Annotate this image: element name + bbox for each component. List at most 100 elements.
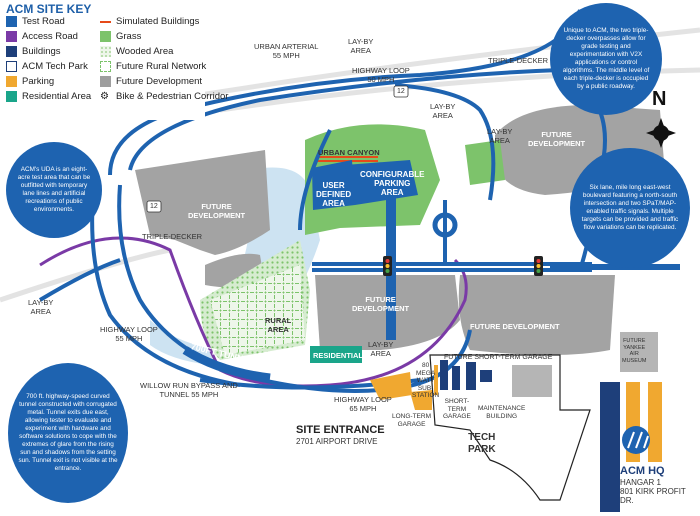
hq-building bbox=[600, 382, 620, 512]
boulevard-extension bbox=[550, 264, 680, 270]
key-item: Simulated Buildings bbox=[100, 16, 199, 27]
key-item: ⚙ Bike & Pedestrian Corridor bbox=[100, 91, 228, 102]
parking-lot bbox=[410, 390, 432, 410]
site-entrance-address: 2701 AIRPORT DRIVE bbox=[296, 437, 378, 446]
key-item-label: Parking bbox=[22, 76, 55, 87]
building bbox=[512, 365, 552, 397]
route-shield bbox=[393, 85, 409, 98]
traffic-light bbox=[383, 256, 392, 276]
route-shield bbox=[146, 200, 162, 213]
uda-info: ACM's UDA is an eight-acre test area tha… bbox=[6, 142, 102, 238]
future-short-term-label: FUTURE SHORT-TERM GARAGE bbox=[444, 354, 553, 361]
building bbox=[440, 360, 448, 390]
boulevard-stripe bbox=[312, 266, 592, 268]
key-item-label: Access Road bbox=[22, 31, 78, 42]
hq-logo bbox=[622, 426, 650, 454]
key-swatch-icon bbox=[100, 76, 111, 87]
tech-park-outline bbox=[429, 354, 591, 501]
key-item-label: Wooded Area bbox=[116, 46, 174, 57]
key-swatch-icon bbox=[100, 46, 111, 57]
rural-area bbox=[210, 265, 305, 355]
triple-decker-info: Unique to ACM, the two triple-decker ove… bbox=[550, 3, 662, 115]
residential-area bbox=[310, 346, 362, 363]
key-item-label: ACM Tech Park bbox=[22, 61, 88, 72]
north-indicator: N bbox=[652, 88, 667, 110]
site-entrance-title: SITE ENTRANCE bbox=[296, 424, 385, 436]
key-swatch-icon: ⚙ bbox=[100, 91, 109, 102]
parking-lot bbox=[370, 372, 412, 400]
key-item: Grass bbox=[100, 31, 141, 42]
building bbox=[452, 366, 460, 390]
key-item: Residential Area bbox=[6, 91, 91, 102]
key-item-label: Residential Area bbox=[22, 91, 92, 102]
compass-icon bbox=[646, 118, 676, 148]
key-item: Parking bbox=[6, 76, 54, 87]
key-item-label: Test Road bbox=[22, 16, 65, 27]
key-swatch-icon bbox=[6, 46, 17, 57]
traffic-light bbox=[534, 256, 543, 276]
configurable-parking-area bbox=[345, 160, 418, 205]
key-item: Future Development bbox=[100, 76, 202, 87]
key-item: Access Road bbox=[6, 31, 78, 42]
key-item-label: Grass bbox=[116, 31, 142, 42]
key-swatch-icon bbox=[6, 16, 17, 27]
triple-decker-left-label: TRIPLE-DECKER bbox=[142, 232, 203, 241]
key-item: Test Road bbox=[6, 16, 65, 27]
key-swatch-icon bbox=[6, 61, 17, 72]
key-swatch-icon bbox=[100, 61, 111, 72]
key-item: Wooded Area bbox=[100, 46, 173, 57]
future-development-east bbox=[458, 275, 615, 355]
key-swatch-icon bbox=[100, 20, 111, 23]
key-swatch-icon bbox=[6, 31, 17, 42]
urban-canyon-label: URBAN CANYON bbox=[318, 148, 380, 157]
boulevard-info: Six lane, mile long east-west boulevard … bbox=[570, 148, 690, 268]
key-item: ACM Tech Park bbox=[6, 61, 88, 72]
access-road bbox=[39, 236, 468, 388]
key-swatch-icon bbox=[100, 31, 111, 42]
building bbox=[480, 370, 492, 382]
building bbox=[466, 362, 476, 390]
future-development-e-label: FUTURE DEVELOPMENT bbox=[470, 322, 560, 331]
site-key-title: ACM SITE KEY bbox=[6, 2, 92, 16]
key-item-label: Future Rural Network bbox=[116, 61, 207, 72]
residential-label: RESIDENTIAL bbox=[313, 351, 364, 360]
hq-title: ACM HQ bbox=[620, 465, 665, 477]
hq-parking bbox=[648, 382, 662, 462]
key-swatch-icon bbox=[6, 91, 17, 102]
route-12-label: 12 bbox=[150, 203, 158, 210]
tunnel-info: 700 ft. highway-speed curved tunnel cons… bbox=[8, 363, 128, 503]
tunnel bbox=[182, 346, 271, 383]
key-swatch-icon bbox=[6, 76, 17, 87]
key-item-label: Buildings bbox=[22, 46, 61, 57]
key-item: Buildings bbox=[6, 46, 61, 57]
key-item: Future Rural Network bbox=[100, 61, 206, 72]
key-item-label: Bike & Pedestrian Corridor bbox=[116, 91, 229, 102]
future-development-west bbox=[135, 150, 270, 255]
parking-lot bbox=[434, 365, 438, 395]
triple-decker-top-label: TRIPLE-DECKER bbox=[488, 56, 549, 65]
key-item-label: Future Development bbox=[116, 76, 203, 87]
grass-area-2 bbox=[465, 140, 505, 185]
key-item-label: Simulated Buildings bbox=[116, 16, 200, 27]
